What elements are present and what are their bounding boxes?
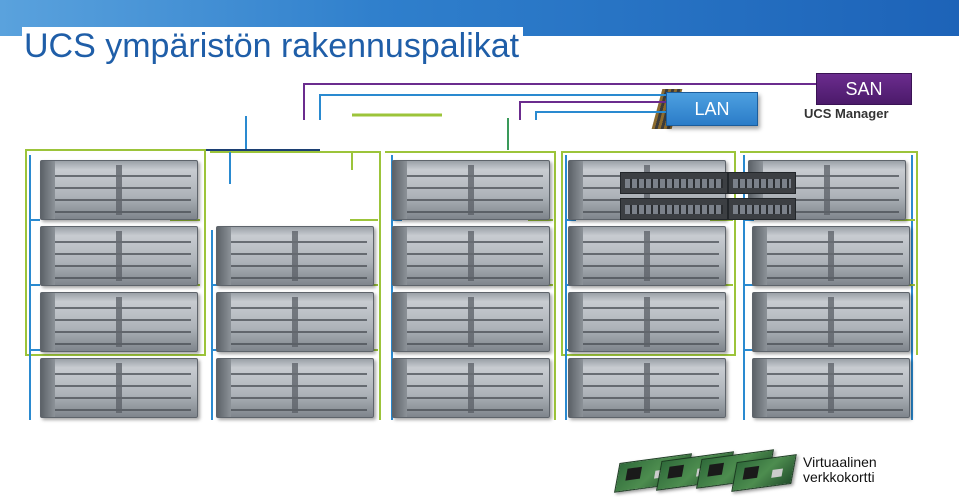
blade-chassis xyxy=(392,292,550,352)
blade-chassis xyxy=(752,358,910,418)
blade-chassis xyxy=(392,160,550,220)
blade-chassis xyxy=(752,292,910,352)
fabric-interconnect xyxy=(728,172,796,194)
blade-chassis xyxy=(568,292,726,352)
blade-chassis xyxy=(392,358,550,418)
ucs-manager-label: UCS Manager xyxy=(804,106,889,121)
blade-chassis xyxy=(40,160,198,220)
blade-chassis xyxy=(568,226,726,286)
fabric-interconnect xyxy=(728,198,796,220)
chassis-link xyxy=(30,220,40,350)
blade-chassis xyxy=(752,226,910,286)
blade-chassis xyxy=(216,292,374,352)
blade-chassis xyxy=(568,358,726,418)
virtual-nic-label-line1: Virtuaalinen xyxy=(803,455,877,470)
virtual-nic-label-line2: verkkokortti xyxy=(803,470,877,485)
fabric-interconnect xyxy=(620,172,728,194)
blade-chassis xyxy=(40,358,198,418)
lan-wire xyxy=(536,112,666,120)
blade-chassis xyxy=(40,226,198,286)
lan-cloud: LAN xyxy=(666,92,758,126)
blade-chassis xyxy=(40,292,198,352)
san-cloud: SAN xyxy=(816,73,912,105)
blade-chassis xyxy=(216,358,374,418)
virtual-nic-label: Virtuaalinen verkkokortti xyxy=(803,455,877,485)
fabric-interconnect xyxy=(620,198,728,220)
blade-chassis xyxy=(216,226,374,286)
blade-chassis xyxy=(392,226,550,286)
